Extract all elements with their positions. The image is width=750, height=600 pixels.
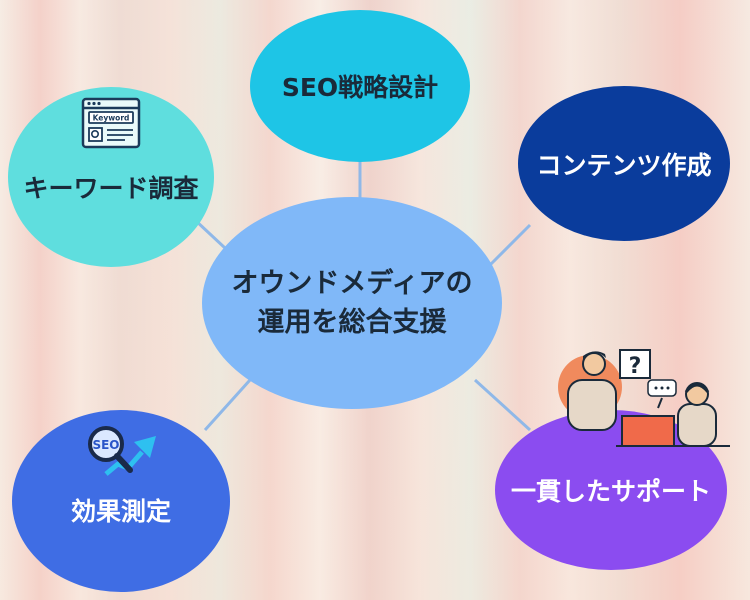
question-mark: ? bbox=[629, 354, 642, 379]
seo-growth-icon: SEO bbox=[88, 426, 156, 476]
node-effect-measurement: SEO 効果測定 bbox=[12, 410, 230, 592]
node-keyword-research: Keyword キーワード調査 bbox=[8, 87, 214, 267]
keyword-icon-text: Keyword bbox=[93, 114, 130, 123]
connector-support bbox=[473, 378, 532, 432]
node-keyword-label: キーワード調査 bbox=[23, 174, 199, 203]
connector-measure bbox=[203, 378, 252, 432]
center-node: オウンドメディアの 運用を総合支援 bbox=[202, 197, 502, 409]
connector-content bbox=[488, 223, 532, 267]
seo-icon-text: SEO bbox=[92, 438, 119, 452]
keyword-search-icon: Keyword bbox=[81, 97, 141, 149]
node-content-creation: コンテンツ作成 bbox=[518, 86, 730, 241]
center-line-2: 運用を総合支援 bbox=[257, 307, 447, 338]
node-content-label: コンテンツ作成 bbox=[536, 150, 712, 180]
node-support-label: 一貫したサポート bbox=[510, 477, 711, 506]
node-seo-design: SEO戦略設計 bbox=[250, 10, 470, 162]
support-people-icon: ? bbox=[558, 349, 730, 447]
node-seo-design-label: SEO戦略設計 bbox=[281, 73, 439, 102]
center-line-1: オウンドメディアの bbox=[231, 267, 473, 299]
node-measure-label: 効果測定 bbox=[70, 497, 171, 526]
